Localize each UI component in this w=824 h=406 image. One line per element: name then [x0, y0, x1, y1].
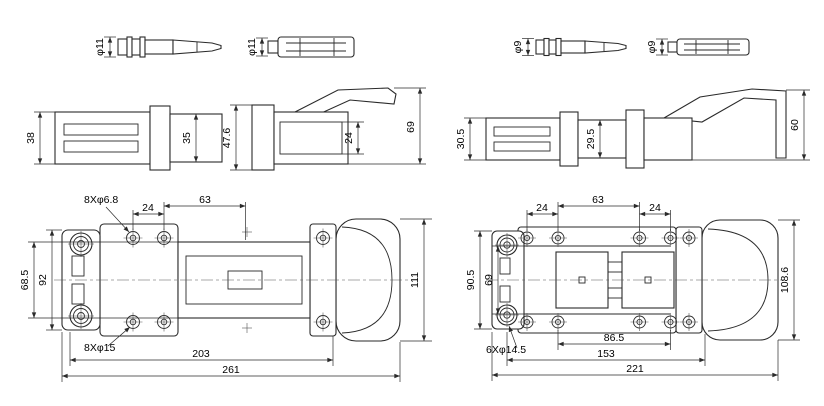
dim-left-plan-total-w: 261: [222, 364, 240, 376]
dim-left-plan-pitch-a: 24: [142, 202, 154, 214]
right-pin-female-view: φ9: [646, 38, 750, 56]
callout-holes-large: 8Xφ15: [84, 342, 115, 354]
dim-left-plan-mount-w: 203: [192, 348, 210, 360]
pin-female-contact: [667, 38, 750, 56]
dim-left-plan-total-h: 111: [409, 272, 421, 288]
pin-female-contact: [267, 36, 355, 58]
dim-left-pin-male-dia: φ11: [94, 38, 106, 56]
right-side-view: 30.5 29.5 60: [455, 88, 810, 169]
dim-left-plan-flange-h: 92: [37, 274, 49, 286]
dim-right-pin-female-dia: φ9: [646, 41, 658, 54]
dim-left-side-housing: 38: [25, 132, 37, 144]
dim-right-side-interface: 29.5: [585, 129, 597, 150]
dim-right-pin-male-dia: φ9: [512, 41, 524, 54]
pin-male-contact: [117, 36, 222, 58]
dim-right-plan-pitch-c: 24: [649, 202, 661, 214]
dim-right-plan-inner-w: 86.5: [604, 332, 625, 344]
dim-right-plan-total-w: 221: [626, 363, 644, 375]
housing-side-profile: [485, 88, 787, 169]
left-side-view: 38 35 47.6 24 69: [25, 87, 426, 171]
dim-right-plan-total-h: 108.6: [779, 267, 791, 293]
callout-holes-right: 6Xφ14.5: [486, 344, 526, 356]
right-plan-view: 24 63 24 90.5 69 86.5 6Xφ14.5 153 221 10…: [465, 194, 800, 381]
dim-right-plan-flange-h: 90.5: [465, 270, 477, 291]
dim-left-plan-body-h: 68.5: [19, 270, 31, 291]
right-pin-male-view: φ9: [512, 37, 627, 57]
dim-left-side-flange: 47.6: [221, 128, 233, 149]
dim-right-side-total: 60: [789, 119, 801, 131]
dim-right-plan-pitch-a: 24: [536, 202, 548, 214]
left-plan-view: 8Xφ6.8 24 63 92 68.5 8Xφ15 203 261 111: [19, 194, 432, 382]
handle-lever: [662, 88, 787, 159]
dim-left-pin-female-dia: φ11: [246, 38, 258, 56]
left-pin-female-view: φ11: [246, 36, 355, 58]
dim-left-side-interface: 35: [181, 132, 193, 144]
dim-right-plan-mount-w: 153: [597, 348, 615, 360]
pin-male-contact: [535, 37, 627, 57]
dim-right-plan-pitch-b: 63: [592, 194, 604, 206]
dim-left-plan-pitch-b: 63: [199, 194, 211, 206]
dim-right-plan-body-h: 69: [483, 274, 495, 286]
left-pin-male-view: φ11: [94, 36, 222, 58]
dim-right-side-housing: 30.5: [455, 129, 467, 150]
dim-left-side-slot: 24: [343, 132, 355, 144]
dim-left-side-total: 69: [405, 121, 417, 133]
callout-holes-small: 8Xφ6.8: [84, 194, 118, 206]
